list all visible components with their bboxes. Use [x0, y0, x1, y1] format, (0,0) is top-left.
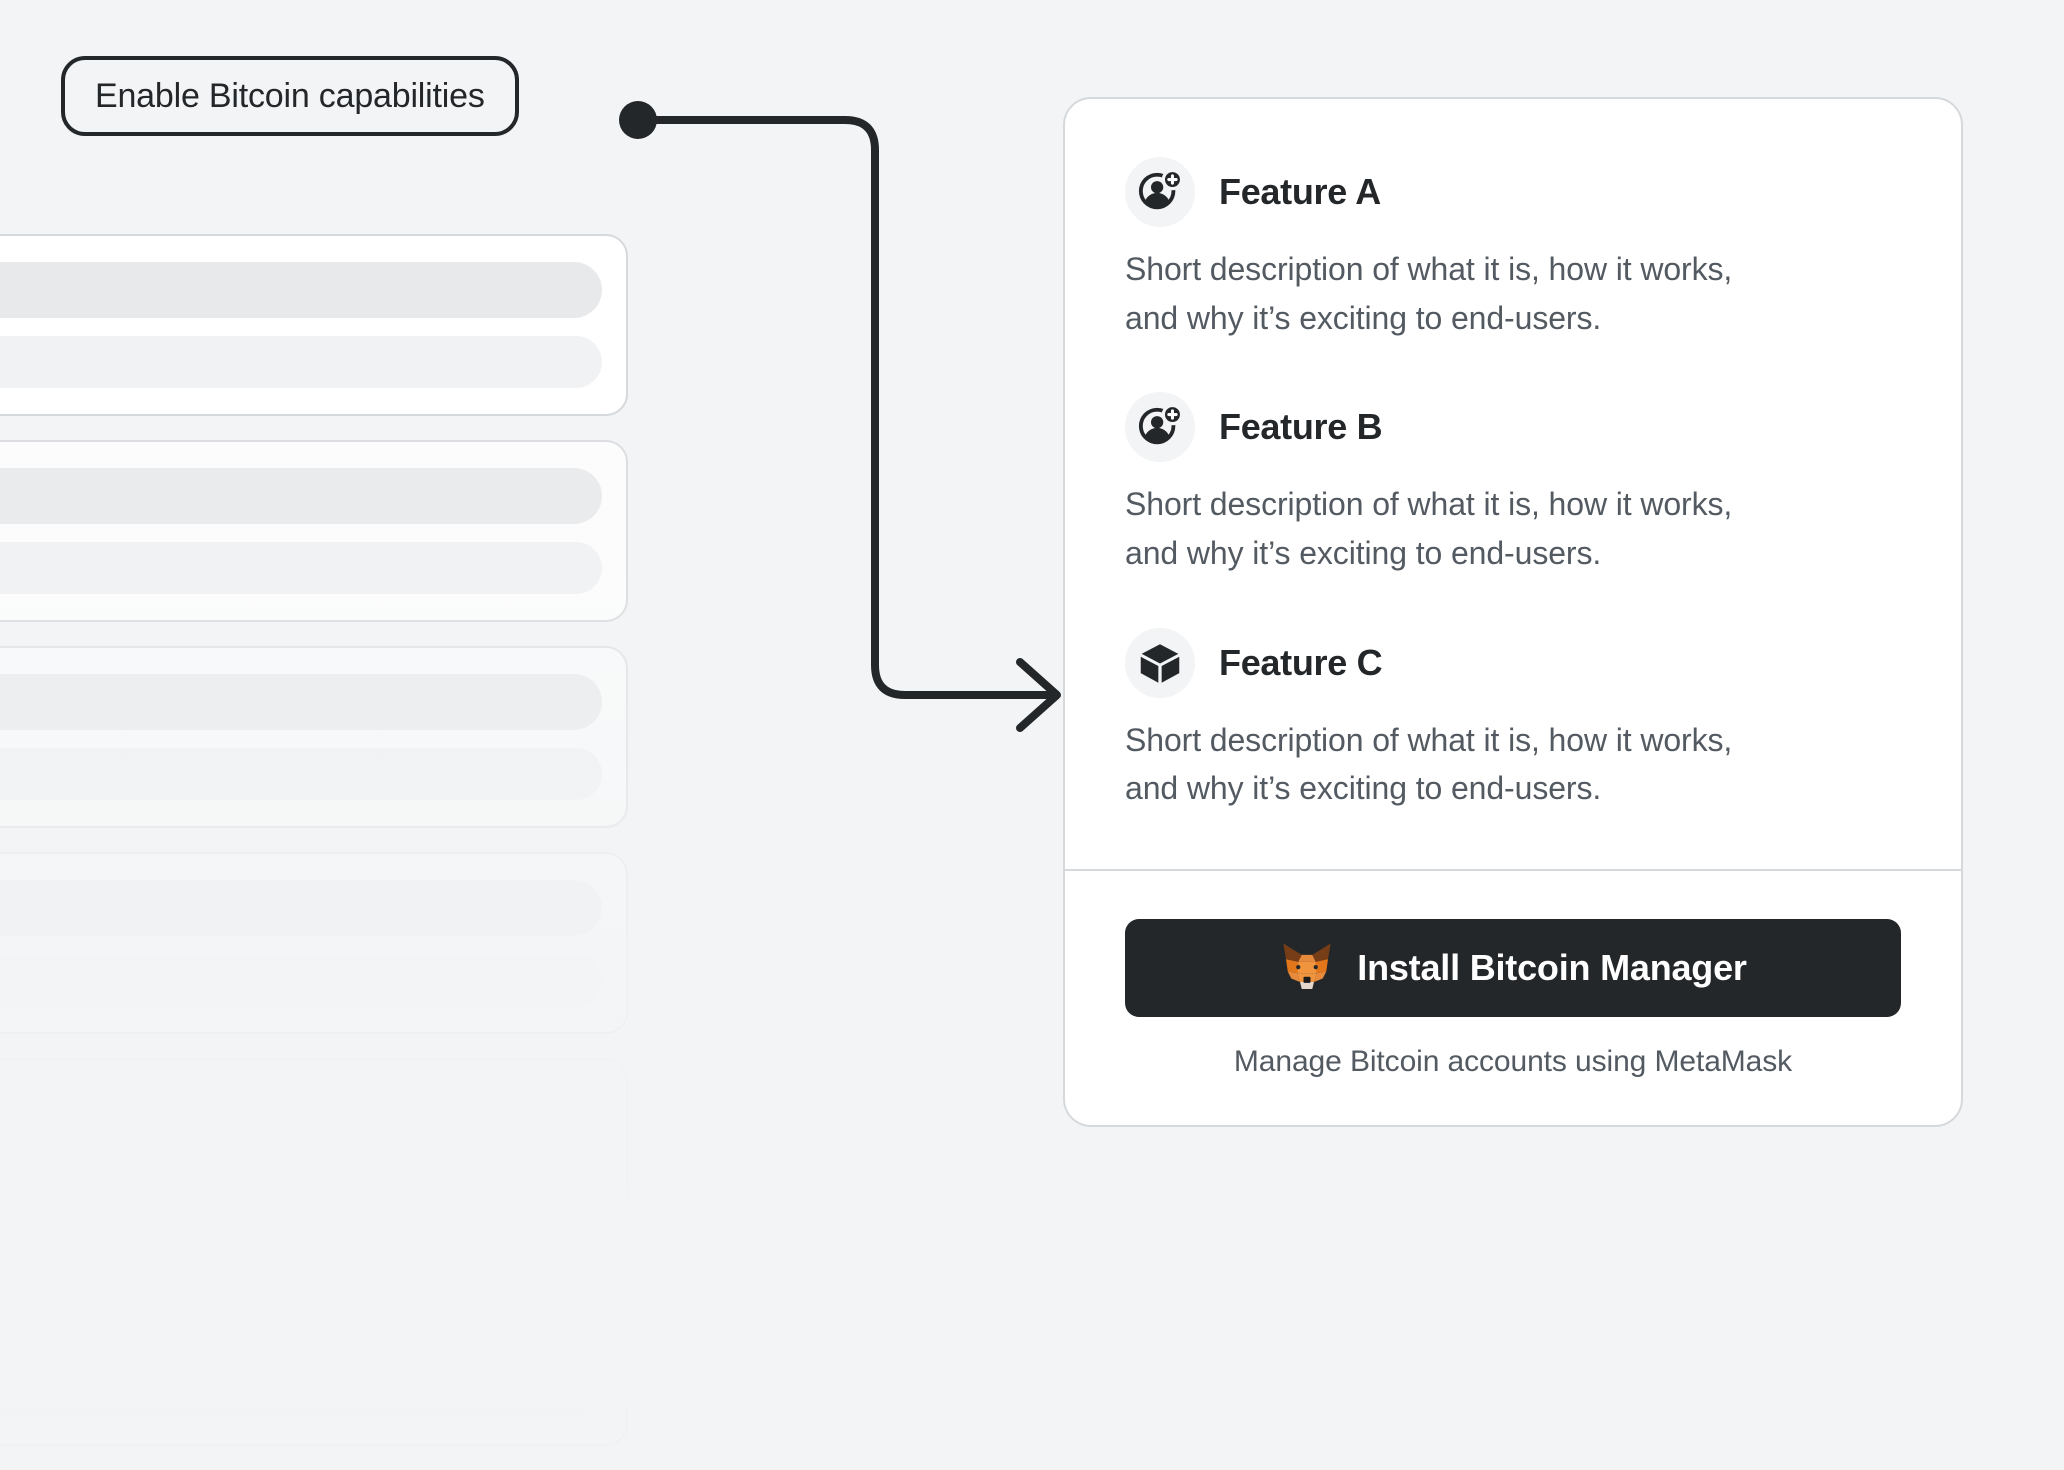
card-footer: Install Bitcoin Manager Manage Bitcoin a… [1065, 871, 1961, 1125]
add-account-icon [1125, 392, 1195, 463]
list-item [0, 852, 628, 1034]
feature-block-c: Feature C Short description of what it i… [1125, 627, 1901, 813]
feature-header: Feature C [1125, 627, 1901, 698]
skeleton-bar [0, 542, 602, 594]
feature-card: Feature A Short description of what it i… [1063, 97, 1963, 1127]
skeleton-bar [0, 262, 602, 318]
skeleton-bar [0, 954, 602, 1006]
feature-description: Short description of what it is, how it … [1125, 721, 1733, 807]
feature-header: Feature B [1125, 392, 1901, 463]
list-item [0, 1058, 628, 1240]
skeleton-bar [0, 880, 602, 936]
skeleton-bar [0, 1292, 602, 1348]
feature-title: Feature C [1219, 641, 1383, 683]
list-item [0, 646, 628, 828]
skeleton-bar [0, 336, 602, 388]
list-item [0, 1264, 628, 1446]
feature-header: Feature A [1125, 157, 1901, 227]
skeleton-bar [0, 674, 602, 730]
add-account-icon [1125, 157, 1195, 227]
skeleton-bar [0, 748, 602, 800]
cube-icon [1125, 627, 1195, 698]
feature-block-a: Feature A Short description of what it i… [1125, 157, 1901, 342]
skeleton-bar [0, 1366, 602, 1418]
card-divider [1065, 868, 1961, 871]
feature-title: Feature B [1219, 406, 1383, 448]
feature-description: Short description of what it is, how it … [1125, 251, 1733, 336]
feature-description: Short description of what it is, how it … [1125, 486, 1733, 571]
callout-pill: Enable Bitcoin capabilities [61, 56, 519, 136]
metamask-fox-icon [1283, 943, 1331, 989]
install-bitcoin-manager-button[interactable]: Install Bitcoin Manager [1125, 918, 1901, 1017]
install-button-label: Install Bitcoin Manager [1357, 946, 1747, 988]
skeleton-bar [0, 468, 602, 524]
feature-list: Feature A Short description of what it i… [1065, 99, 1961, 869]
feature-title: Feature A [1219, 171, 1382, 212]
list-item [0, 234, 628, 416]
list-item [0, 440, 628, 622]
connector-dot-icon [619, 101, 657, 139]
install-caption: Manage Bitcoin accounts using MetaMask [1233, 1044, 1793, 1078]
skeleton-bar [0, 1086, 602, 1142]
background-placeholder-list [0, 234, 628, 1470]
callout-label: Enable Bitcoin capabilities [95, 76, 485, 115]
feature-block-b: Feature B Short description of what it i… [1125, 392, 1901, 577]
skeleton-bar [0, 1160, 602, 1212]
